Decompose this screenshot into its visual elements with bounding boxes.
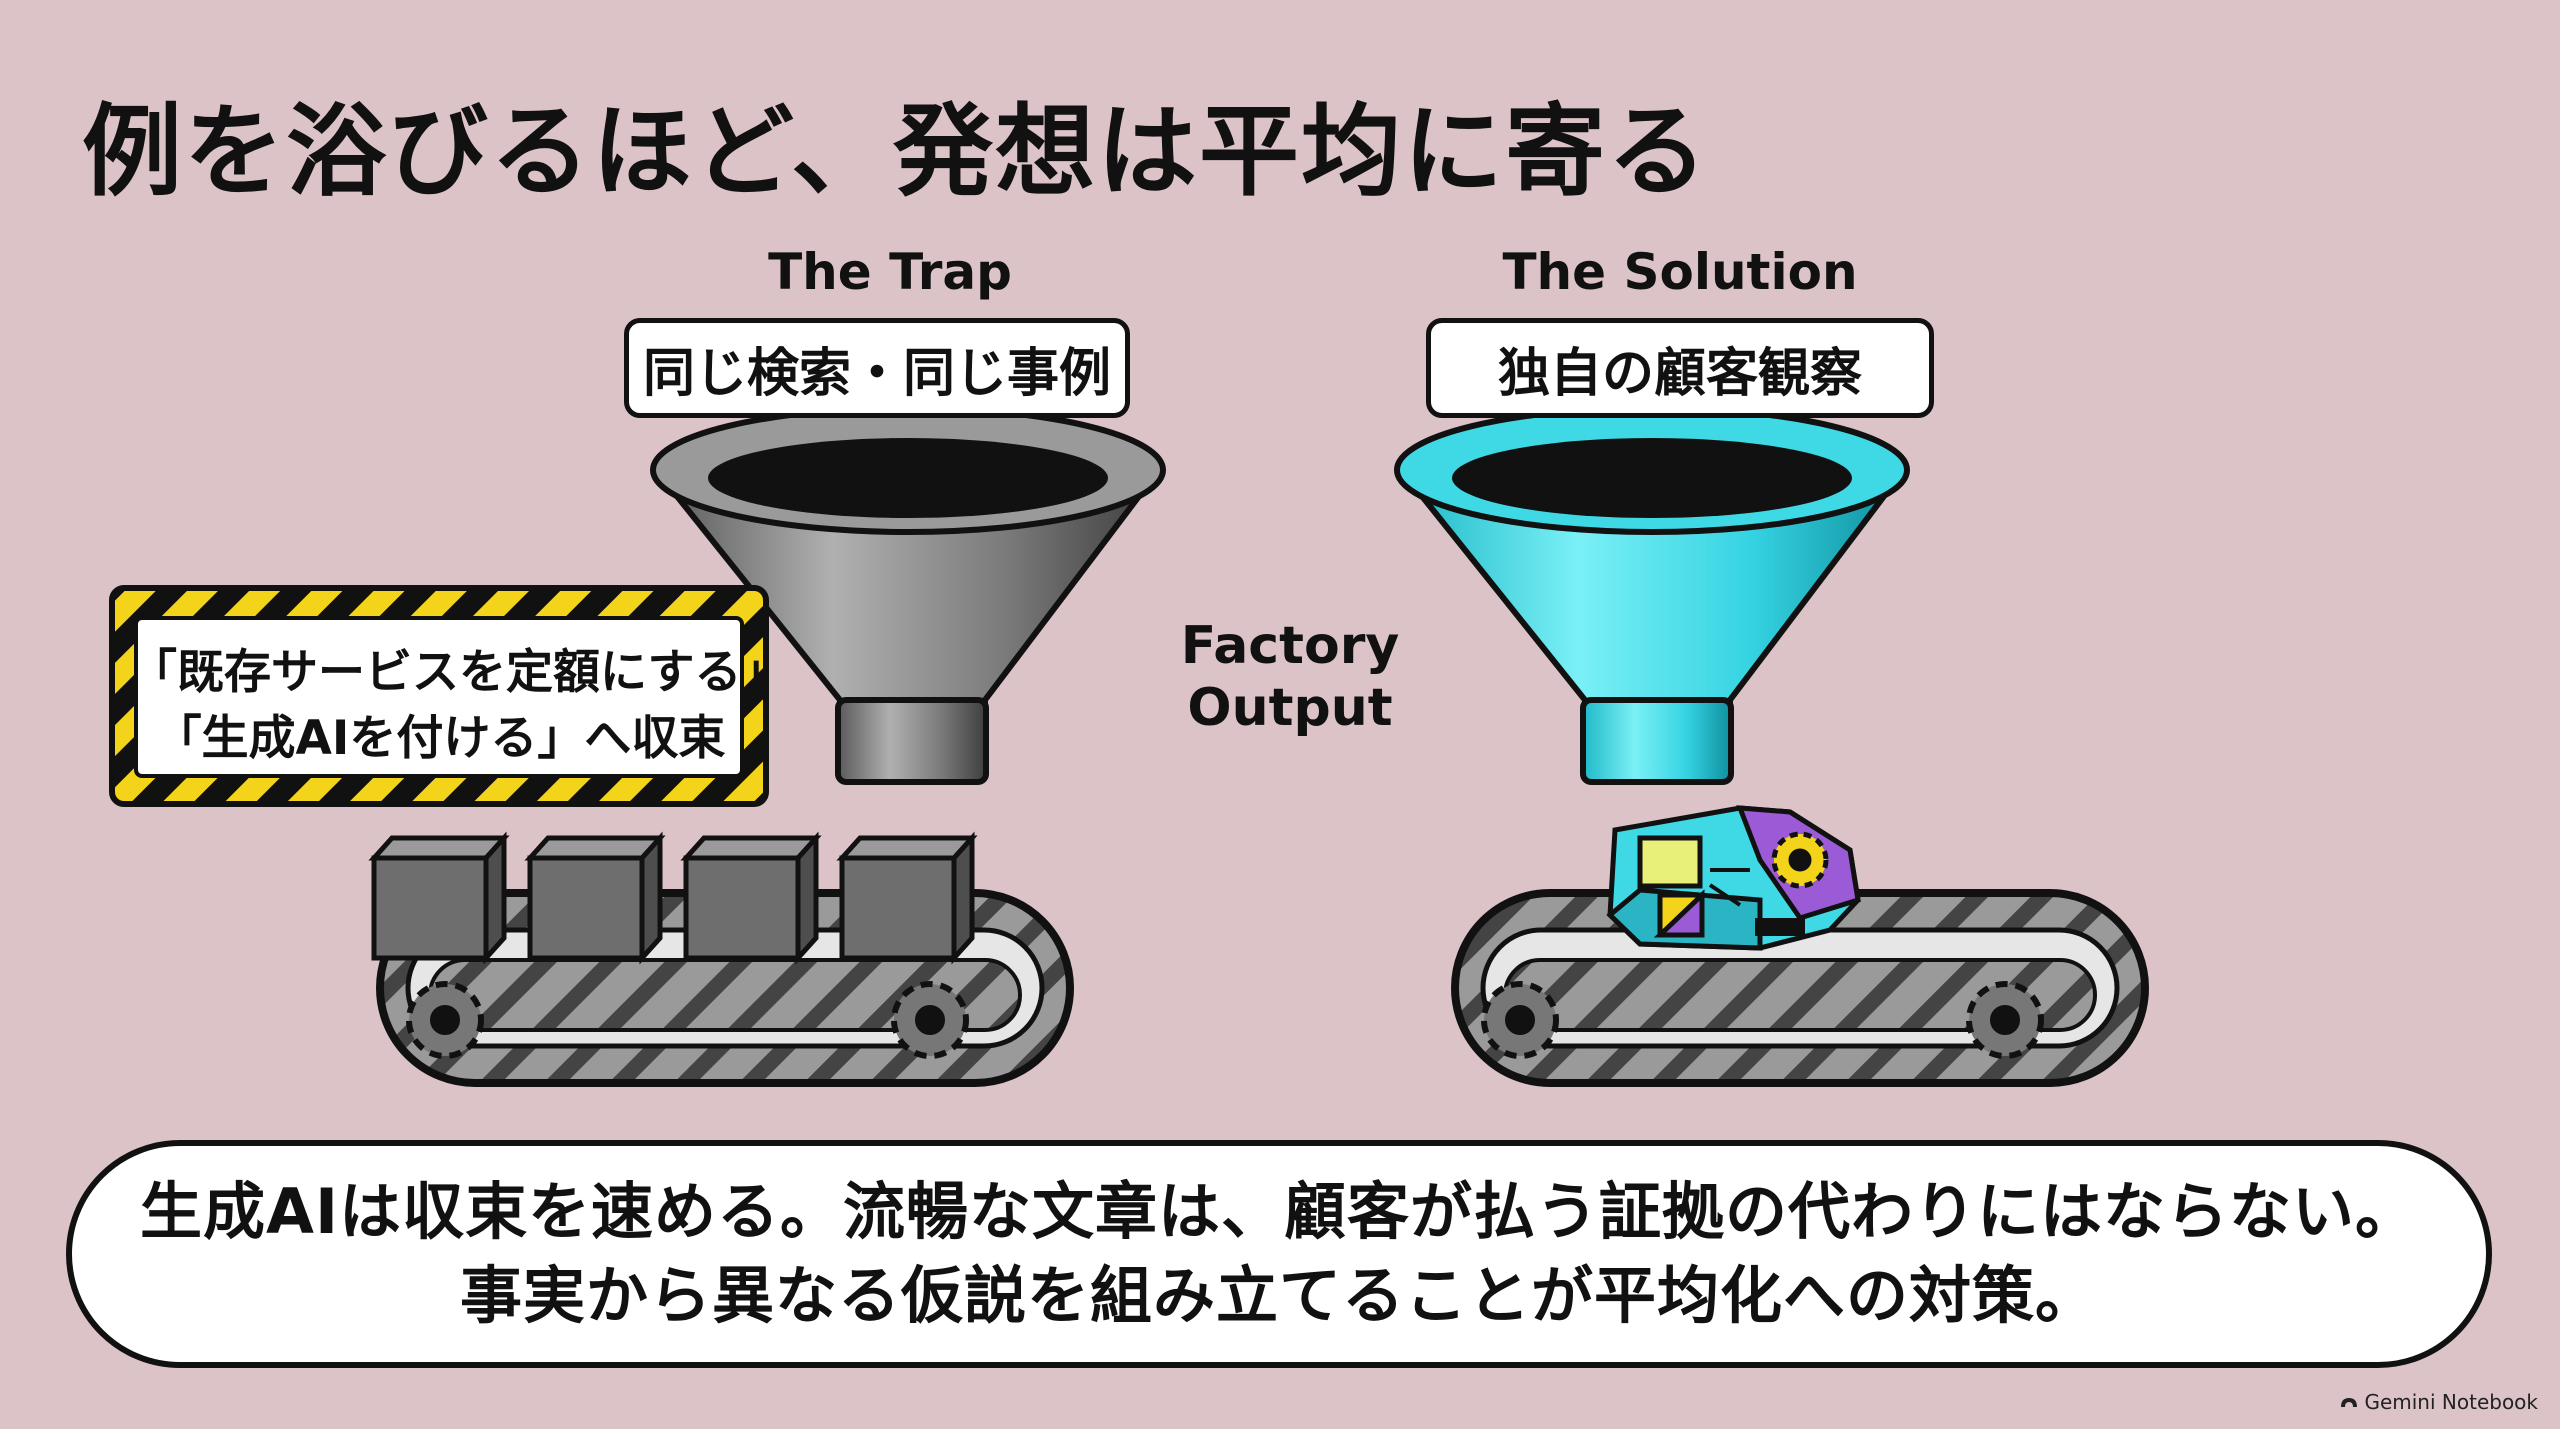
gray-cubes <box>368 831 978 965</box>
factory-output-line2: Output <box>1187 678 1393 738</box>
conclusion-line1: 生成AIは収束を速める。流暢な文章は、顧客が払う証拠の代わりにはならない。 <box>139 1175 2419 1248</box>
page-title: 例を浴びるほど、発想は平均に寄る <box>82 93 1709 210</box>
left-gear-icon <box>1481 981 1559 1059</box>
factory-output-label: Factory Output <box>1160 615 1420 739</box>
factory-output-line1: Factory <box>1180 616 1400 676</box>
gray-cube <box>680 831 822 965</box>
solution-label: 独自の顧客観察 <box>1426 318 1934 418</box>
conclusion-line2: 事実から異なる仮説を組み立てることが平均化への対策。 <box>459 1259 2098 1332</box>
cyan-funnel <box>1394 405 1910 785</box>
gray-cube <box>836 831 978 965</box>
warning-text: 「既存サービスを定額にする」 「生成AIを付ける」へ収束 <box>130 640 789 772</box>
right-gear-icon <box>891 981 969 1059</box>
trap-heading: The Trap <box>768 243 1012 301</box>
right-conveyor-belt <box>1451 889 2149 1087</box>
gray-funnel <box>650 405 1166 785</box>
hazard-warning-box <box>109 585 769 807</box>
trap-label: 同じ検索・同じ事例 <box>624 318 1130 418</box>
left-gear-icon <box>406 981 484 1059</box>
warning-line1: 「既存サービスを定額にする」 <box>130 645 789 700</box>
gemini-notebook-icon <box>2341 1398 2358 1407</box>
conclusion-panel: 生成AIは収束を速める。流暢な文章は、顧客が払う証拠の代わりにはならない。 事実… <box>66 1140 2492 1368</box>
gray-cube <box>368 831 510 965</box>
brand-name: Gemini Notebook <box>2364 1390 2538 1414</box>
gray-cube <box>524 831 666 965</box>
unique-product-object <box>1606 805 1861 951</box>
warning-line2: 「生成AIを付ける」へ収束 <box>154 711 726 766</box>
solution-heading: The Solution <box>1502 243 1858 301</box>
right-gear-icon <box>1966 981 2044 1059</box>
branding: Gemini Notebook <box>2340 1390 2538 1414</box>
